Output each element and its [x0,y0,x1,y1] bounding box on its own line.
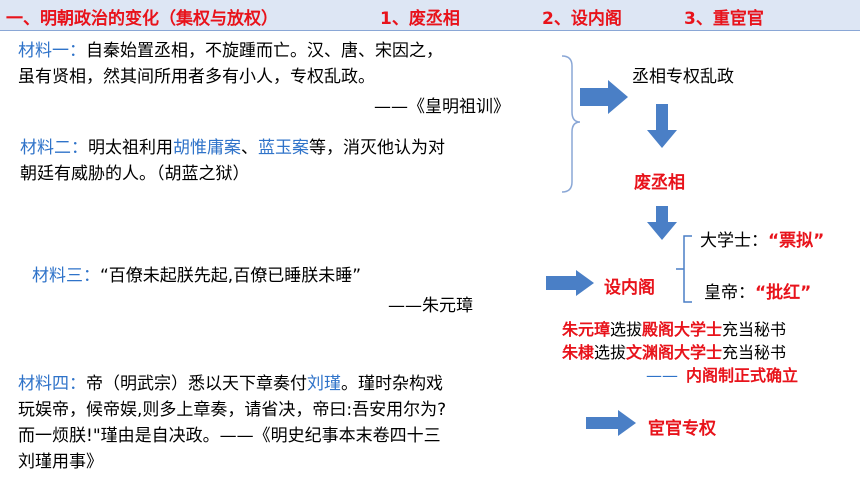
case-hu-weiyong: 胡惟庸案 [173,138,241,158]
arrow-right-2 [546,270,594,296]
material-4-text-end: 。瑾时杂构戏 [341,374,443,394]
node-abolish-chancellor: 废丞相 [634,173,685,193]
material-3-quote: “百僚未起朕先起,百僚已睡朕未睡” [100,266,362,286]
separator: 、 [241,138,258,158]
material-3: 材料三：“百僚未起朕先起,百僚已睡朕未睡” [32,263,361,289]
note-1-role: 充当秘书 [722,320,787,339]
note-1-title: 殿阁大学士 [642,320,723,339]
material-1-line-2: 虽有贤相，然其间所用者多有小人，专权乱政。 [18,67,375,87]
arrow-right-3 [586,410,636,436]
section-title: 一、明朝政治的变化（集权与放权） [6,9,278,29]
arrow-down-1 [647,104,677,148]
material-1-line-1: 自秦始置丞相，不旋踵而亡。汉、唐、宋因之， [86,41,443,61]
material-1: 材料一：自秦始置丞相，不旋踵而亡。汉、唐、宋因之， 虽有贤相，然其间所用者多有小… [18,38,443,90]
material-2-text-end: 等，消灭他认为对 [309,138,445,158]
person-liu-jin: 刘瑾 [307,374,341,394]
arrow-down-2 [647,206,677,240]
note-zhu-yuanzhang: 朱元璋选拔殿阁大学士充当秘书 [562,316,786,340]
note-1-verb: 选拔 [610,320,643,339]
note-2-role: 充当秘书 [722,343,787,362]
branch-emperor-label: 皇帝： [704,283,755,303]
material-1-source: ——《皇明祖训》 [374,97,510,117]
branch-grand-secretary: 大学士：“票拟” [700,226,824,251]
note-1-person: 朱元璋 [562,320,611,339]
note-2-person: 朱棣 [562,343,595,362]
note-3-text: 内阁制正式确立 [686,366,799,385]
material-2-label: 材料二： [20,138,88,158]
point-set-cabinet: 2、设内阁 [542,9,622,29]
branch-bracket [676,235,692,303]
node-set-cabinet: 设内阁 [604,278,655,298]
point-abolish-chancellor: 1、废丞相 [380,9,460,29]
branch-grand-secretary-value: “票拟” [768,231,825,251]
material-4-text: 帝（明武宗）悉以天下章奏付 [86,374,307,394]
arrow-right-1 [580,80,628,114]
case-lan-yu: 蓝玉案 [258,138,309,158]
title-bar: 一、明朝政治的变化（集权与放权） 1、废丞相 2、设内阁 3、重宦官 [0,0,860,31]
branch-emperor: 皇帝：“批红” [704,278,811,303]
material-1-label: 材料一： [18,41,86,61]
brace-right [561,55,581,193]
note-cabinet-established: —— 内阁制正式确立 [646,362,798,386]
material-4: 材料四：帝（明武宗）悉以天下章奏付刘瑾。瑾时杂构戏 玩娱帝，候帝娱,则多上章奏，… [18,371,446,475]
material-4-line-3: 而一烦朕!"瑾由是自决政。——《明史纪事本末卷四十三 [18,426,441,446]
note-2-title: 文渊阁大学士 [626,343,723,362]
note-3-dash: —— [646,366,678,385]
material-2-line-2: 朝廷有威胁的人。（胡蓝之狱） [20,164,250,184]
material-3-source: ——朱元璋 [388,296,473,316]
branch-emperor-value: “批红” [755,283,812,303]
material-2-text: 明太祖利用 [88,138,173,158]
material-3-label: 材料三： [32,266,100,286]
note-2-verb: 选拔 [594,343,627,362]
node-chancellor-power: 丞相专权乱政 [632,67,734,87]
material-4-line-2: 玩娱帝，候帝娱,则多上章奏，请省决，帝曰:吾安用尔为? [18,400,447,420]
material-2: 材料二：明太祖利用胡惟庸案、蓝玉案等，消灭他认为对 朝廷有威胁的人。（胡蓝之狱） [20,135,445,187]
material-4-label: 材料四： [18,374,86,394]
node-eunuch-power: 宦官专权 [648,419,716,439]
material-4-line-4: 刘瑾用事》 [18,452,103,472]
note-zhu-di: 朱棣选拔文渊阁大学士充当秘书 [562,339,786,363]
branch-grand-secretary-label: 大学士： [700,231,768,251]
point-eunuchs: 3、重宦官 [684,9,764,29]
